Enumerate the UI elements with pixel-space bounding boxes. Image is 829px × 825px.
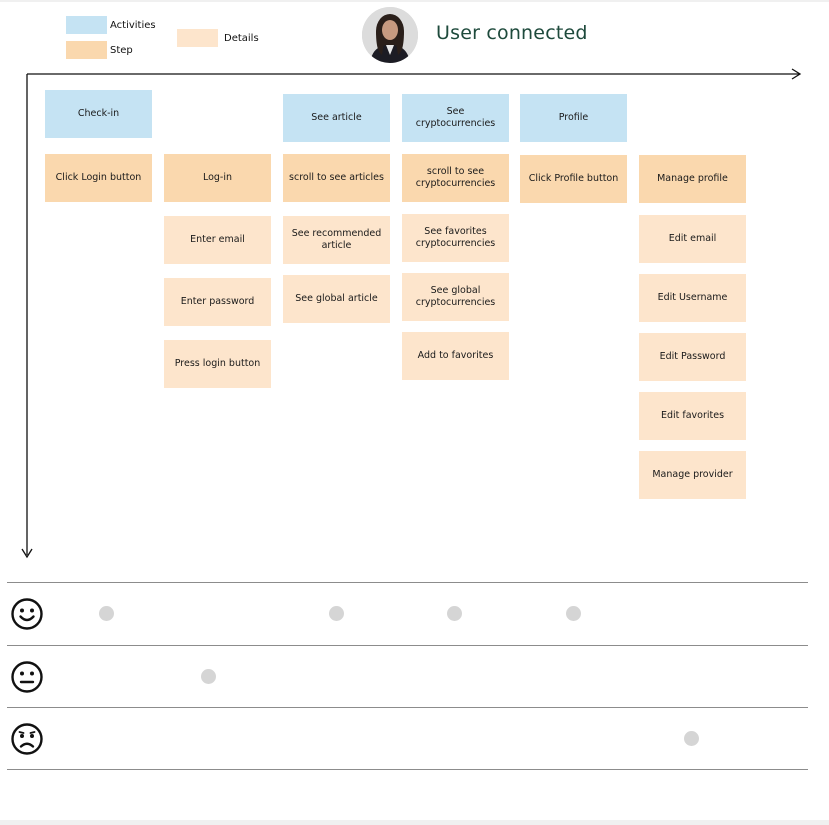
detail-enter-password: Enter password [164, 278, 271, 326]
emotion-row-divider [7, 582, 808, 583]
activity-profile: Profile [520, 94, 627, 142]
detail-see-recommended-article: See recommended article [283, 216, 390, 264]
user-avatar [362, 7, 418, 63]
horizontal-axis-arrow-icon [791, 68, 802, 80]
happy-face-icon [11, 598, 43, 630]
emotion-point-sad [684, 731, 699, 746]
activity-see-article: See article [283, 94, 390, 142]
step-scroll-cryptocurrencies: scroll to see cryptocurrencies [402, 154, 509, 202]
emotion-point-happy [329, 606, 344, 621]
legend-step-label: Step [110, 45, 133, 56]
page-title: User connected [436, 22, 588, 44]
emotion-row-divider [7, 645, 808, 646]
detail-see-favorites-cryptocurrencies: See favorites cryptocurrencies [402, 214, 509, 262]
step-manage-profile: Manage profile [639, 155, 746, 203]
step-click-profile-button: Click Profile button [520, 155, 627, 203]
detail-press-login-button: Press login button [164, 340, 271, 388]
detail-add-to-favorites: Add to favorites [402, 332, 509, 380]
legend-activities-label: Activities [110, 20, 156, 31]
legend-details-label: Details [224, 33, 259, 44]
emotion-point-happy [566, 606, 581, 621]
vertical-axis-arrow-icon [21, 548, 33, 559]
axes [21, 68, 802, 559]
step-scroll-articles: scroll to see articles [283, 154, 390, 202]
emotion-row-divider [7, 769, 808, 770]
detail-edit-username: Edit Username [639, 274, 746, 322]
activity-check-in: Check-in [45, 90, 152, 138]
neutral-face-icon [11, 661, 43, 693]
sad-face-icon [11, 723, 43, 755]
activity-see-cryptocurrencies: See cryptocurrencies [402, 94, 509, 142]
bottom-strip [0, 820, 829, 825]
emotion-point-happy [447, 606, 462, 621]
top-strip [0, 0, 829, 2]
step-click-login-button: Click Login button [45, 154, 152, 202]
detail-edit-favorites: Edit favorites [639, 392, 746, 440]
detail-edit-password: Edit Password [639, 333, 746, 381]
step-log-in: Log-in [164, 154, 271, 202]
user-avatar-photo [362, 7, 418, 63]
legend-step-swatch [66, 41, 107, 59]
detail-see-global-cryptocurrencies: See global cryptocurrencies [402, 273, 509, 321]
detail-manage-provider: Manage provider [639, 451, 746, 499]
emotion-row-divider [7, 707, 808, 708]
emotion-point-happy [99, 606, 114, 621]
detail-enter-email: Enter email [164, 216, 271, 264]
detail-see-global-article: See global article [283, 275, 390, 323]
legend-activities-swatch [66, 16, 107, 34]
emotion-point-neutral [201, 669, 216, 684]
legend-details-swatch [177, 29, 218, 47]
detail-edit-email: Edit email [639, 215, 746, 263]
